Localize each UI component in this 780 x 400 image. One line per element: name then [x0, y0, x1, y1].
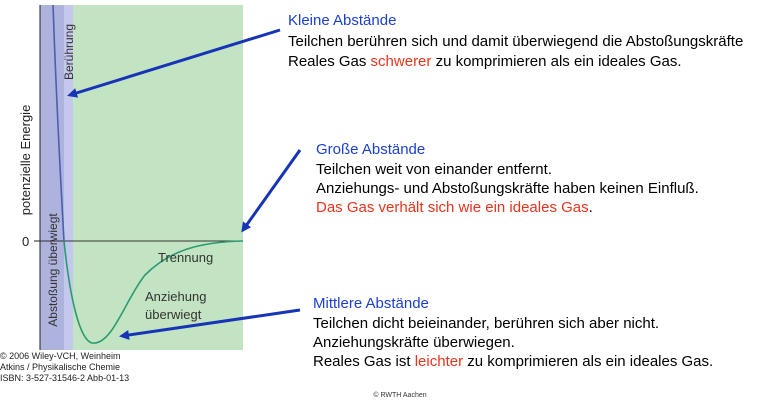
large-distances-line1: Teilchen weit von einander entfernt.: [316, 161, 552, 178]
small-distances-line1: Teilchen berühren sich und damit überwie…: [288, 33, 743, 50]
zero-label: 0: [22, 234, 29, 249]
repulsion-label: Abstoßung überwiegt: [46, 213, 60, 327]
medium-distances-line1: Teilchen dicht beieinander, berühren sic…: [313, 315, 659, 332]
arrow-large-distances: [241, 149, 302, 233]
attraction-label-line1: Anziehung: [145, 289, 206, 304]
arrow-medium-distances: [119, 308, 301, 340]
contact-label: Berührung: [62, 24, 76, 80]
y-axis-label: potenzielle Energie: [18, 105, 33, 216]
small-distances-highlight: schwerer: [371, 53, 432, 70]
medium-distances-line2: Anziehungskräfte überwiegen.: [313, 334, 515, 351]
large-distances-line2: Anziehungs- und Abstoßungskräfte haben k…: [316, 180, 699, 197]
separation-label: Trennung: [158, 250, 213, 265]
arrow-small-distances: [67, 28, 281, 98]
footer-copyright: © RWTH Aachen: [373, 391, 426, 399]
large-distances-line3: Das Gas verhält sich wie ein ideales Gas…: [316, 199, 593, 216]
attraction-label-line2: überwiegt: [145, 307, 202, 322]
medium-distances-highlight: leichter: [415, 353, 463, 370]
small-distances-heading: Kleine Abstände: [288, 12, 396, 29]
contact-region: [64, 5, 73, 350]
credit-line-3: ISBN: 3-527-31546-2 Abb-01-13: [0, 373, 129, 383]
small-distances-line2: Reales Gas schwerer zu komprimieren als …: [288, 53, 682, 70]
credit-line-1: © 2006 Wiley-VCH, Weinheim: [0, 351, 121, 361]
potential-energy-curve: [63, 240, 244, 344]
medium-distances-line3: Reales Gas ist leichter zu komprimieren …: [313, 353, 713, 370]
repulsive-branch-curve: [52, 4, 65, 242]
large-distances-highlight: Das Gas verhält sich wie ein ideales Gas: [316, 199, 589, 216]
medium-distances-heading: Mittlere Abstände: [313, 295, 429, 312]
large-distances-heading: Große Abstände: [316, 141, 425, 158]
credit-line-2: Atkins / Physikalische Chemie: [0, 362, 120, 372]
plot-region: [73, 5, 243, 350]
